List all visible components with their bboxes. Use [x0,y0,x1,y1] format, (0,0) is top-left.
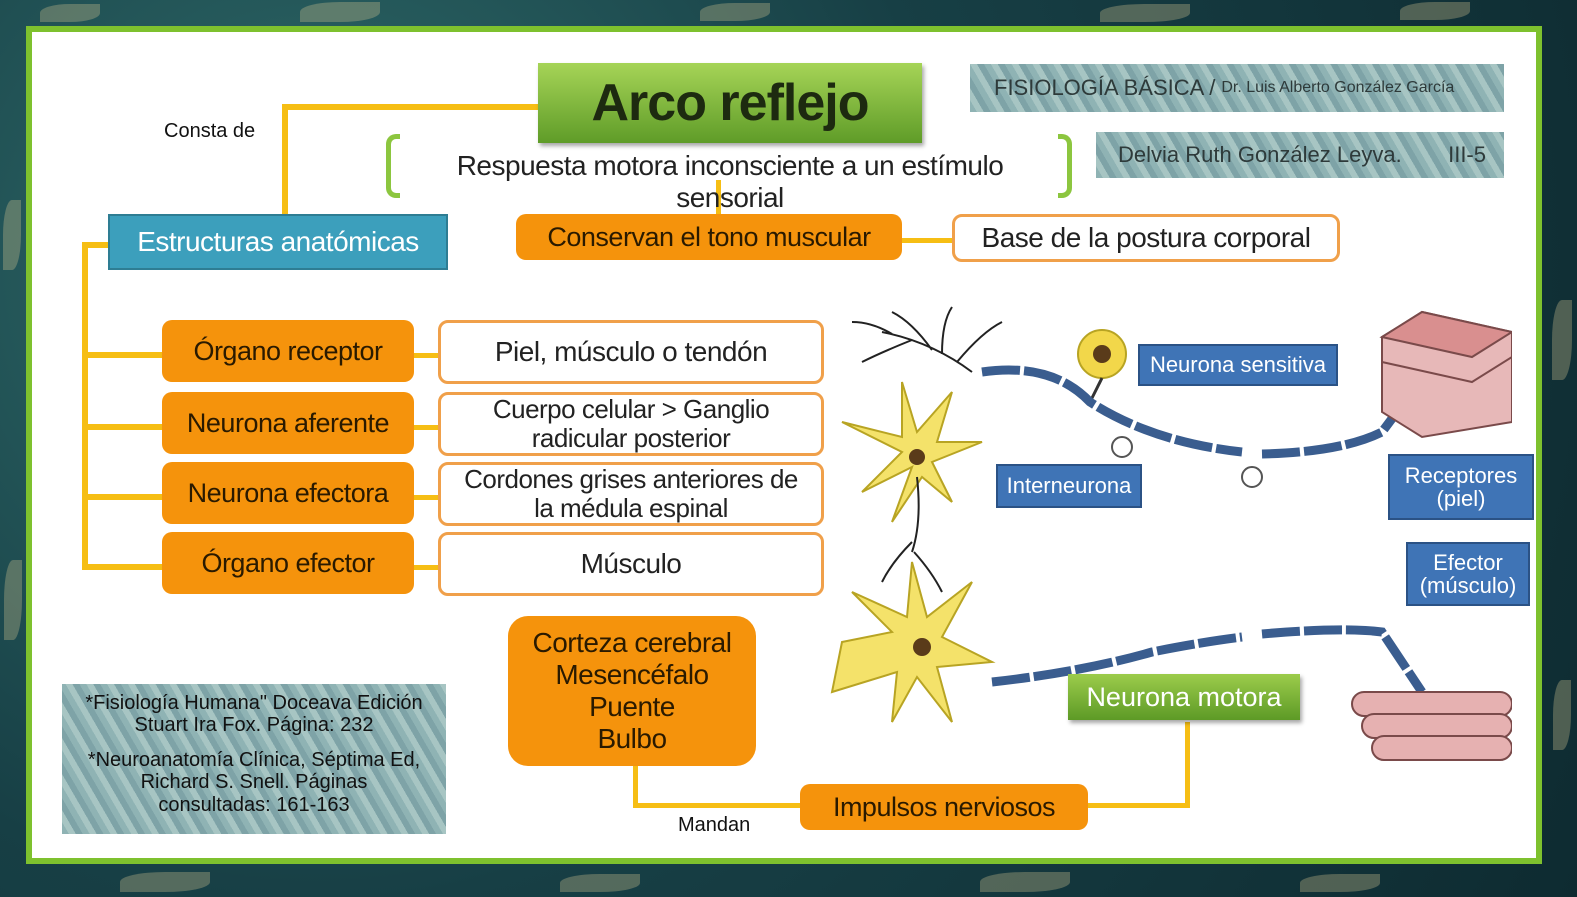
structure-detail-effector: Músculo [438,532,824,596]
mandan-label: Mandan [678,814,751,836]
tone-box: Conservan el tono muscular [516,214,902,260]
center-cortex: Corteza cerebral [532,627,732,659]
sensory-axon [981,365,1416,459]
structure-detail-efferent: Cordones grises anteriores de la médula … [438,462,824,526]
dendrites-upper [851,306,1003,373]
definition-text: Respuesta motora inconsciente a un estím… [456,150,1004,213]
center-midbrain: Mesencéfalo [555,659,709,691]
structures-heading: Estructuras anatómicas [108,214,448,270]
reference-1-line-2: Stuart Ira Fox. Página: 232 [134,714,374,737]
skin-block [1379,310,1512,439]
sensory-ganglion [1077,329,1127,403]
center-medulla: Bulbo [597,722,667,754]
page-title: Arco reflejo [538,63,922,143]
structure-item-effector: Órgano efector [162,532,414,594]
structure-item-afferent: Neurona aferente [162,392,414,454]
posture-box: Base de la postura corporal [952,214,1340,262]
interneuron-body [841,381,983,593]
structure-item-efferent: Neurona efectora [162,462,414,524]
effector-label-line-1: Efector [1433,549,1503,575]
receptors-label-line-2: (piel) [1436,486,1486,511]
concept-map-card: Arco reflejo Respuesta motora inconscien… [26,26,1542,864]
structure-detail-receptor: Piel, músculo o tendón [438,320,824,384]
impulse-icons [1111,436,1263,488]
reference-2-line-2: Richard S. Snell. Páginas [140,771,368,794]
student-name: Delvia Ruth González Leyva. [1118,142,1402,167]
muscle-fibers [1351,691,1512,761]
teacher-name: Dr. Luis Alberto González García [1221,79,1455,96]
reference-2-line-3: consultadas: 161-163 [158,793,350,816]
interneuron-label: Interneurona [996,464,1142,508]
motor-neuron-body [830,561,996,723]
structure-detail-afferent: Cuerpo celular > Ganglio radicular poste… [438,392,824,456]
student-credit: Delvia Ruth González Leyva. III-5 [1096,132,1504,178]
course-name: FISIOLOGÍA BÁSICA / [994,75,1216,100]
definition-bracket-left [386,134,400,198]
motor-axon [991,625,1426,695]
motor-neuron-label: Neurona motora [1068,674,1300,720]
reflex-arc-illustration [830,306,1512,761]
structure-item-receptor: Órgano receptor [162,320,414,382]
sensory-neuron-label: Neurona sensitiva [1138,344,1338,386]
references-box: *Fisiología Humana" Doceava Edición Stua… [62,684,446,834]
effector-label: Efector (músculo) [1406,542,1530,606]
group-label: III-5 [1448,142,1486,167]
reference-1-line-1: *Fisiología Humana" Doceava Edición [85,692,423,714]
effector-label-line-2: (músculo) [1419,573,1517,598]
center-pons: Puente [589,691,675,722]
definition-bracket-right [1058,134,1072,198]
receptors-label: Receptores (piel) [1388,454,1534,520]
reference-2-line-1: *Neuroanatomía Clínica, Séptima Ed, [87,748,421,771]
receptors-label-line-1: Receptores [1404,462,1518,488]
course-credit: FISIOLOGÍA BÁSICA / Dr. Luis Alberto Gon… [970,64,1504,112]
impulses-box: Impulsos nerviosos [800,784,1088,830]
centers-box: Corteza cerebral Mesencéfalo Puente Bulb… [508,616,756,766]
consta-de-label: Consta de [164,120,256,142]
